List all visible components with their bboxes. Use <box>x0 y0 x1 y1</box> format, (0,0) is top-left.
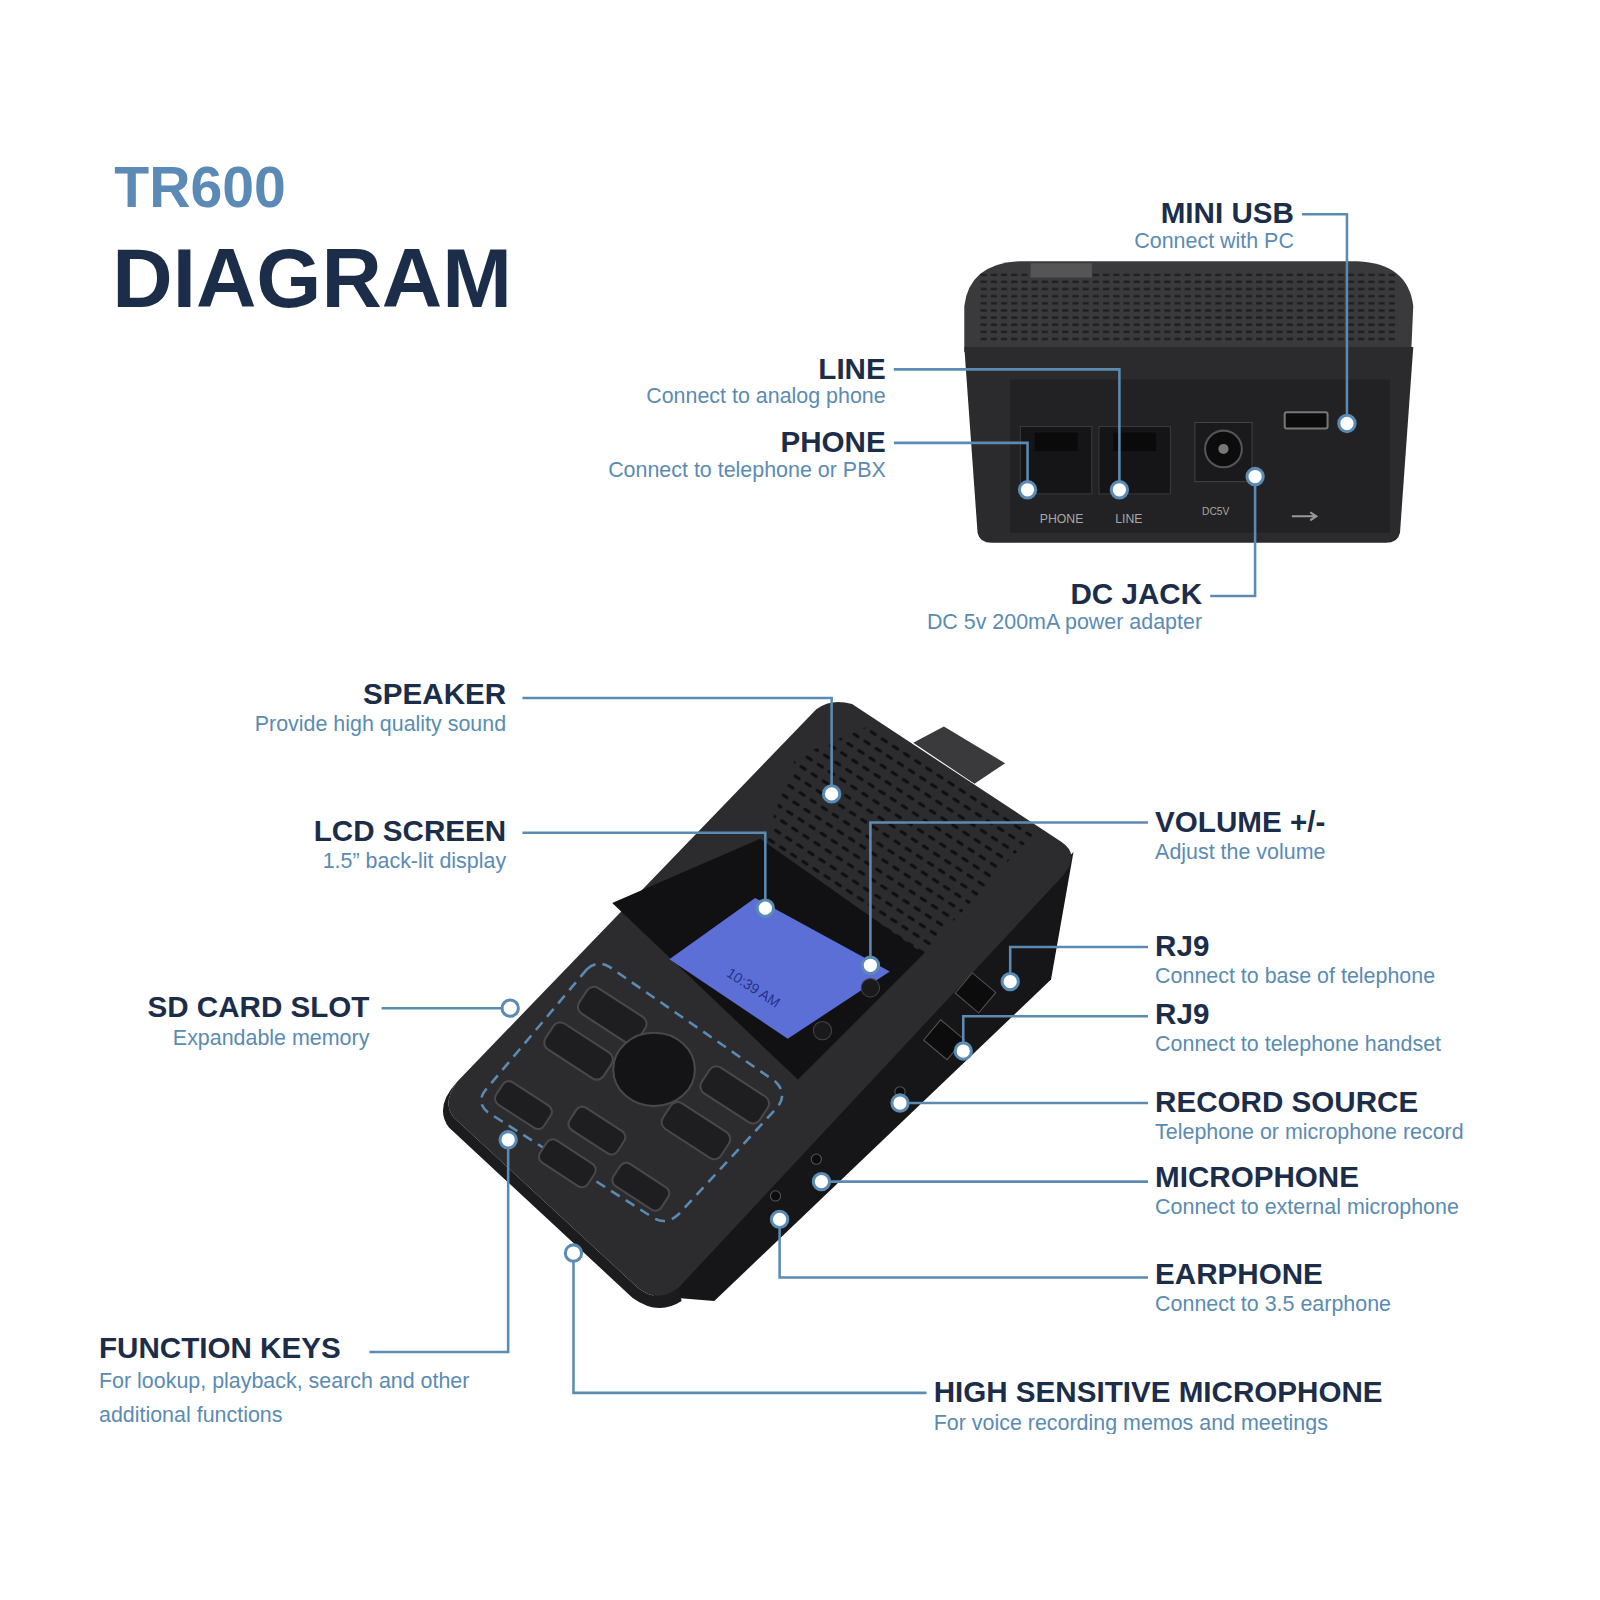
callout-description: Expandable memory <box>173 1026 370 1051</box>
callout-description: For lookup, playback, search and other a… <box>99 1363 528 1432</box>
callout-description: Adjust the volume <box>1155 840 1325 865</box>
callout-title: EARPHONE <box>1155 1257 1323 1291</box>
callout-description: Connect to analog phone <box>646 384 885 409</box>
callout-description: Connect to telephone handset <box>1155 1032 1441 1057</box>
callout-description: Connect to base of telephone <box>1155 963 1435 988</box>
front-view <box>443 702 1074 1308</box>
page-title: DIAGRAM <box>112 231 512 327</box>
callout-title: PHONE <box>780 426 885 460</box>
callout-title: DC JACK <box>1071 578 1203 612</box>
callout-title: LCD SCREEN <box>314 814 506 848</box>
callout-description: Connect to telephone or PBX <box>608 457 886 482</box>
callout-title: MICROPHONE <box>1155 1160 1359 1194</box>
callout-description: Telephone or microphone record <box>1155 1119 1464 1144</box>
callout-title: HIGH SENSITIVE MICROPHONE <box>934 1376 1383 1410</box>
device-marking: PHONE <box>1040 513 1084 527</box>
callout-title: FUNCTION KEYS <box>99 1332 341 1366</box>
callout-description: Connect with PC <box>1134 229 1294 254</box>
callout-title: VOLUME +/- <box>1155 805 1325 839</box>
callout-description: Connect to 3.5 earphone <box>1155 1292 1391 1317</box>
device-marking: LINE <box>1115 513 1142 527</box>
device-marking: DC5V <box>1202 506 1229 518</box>
model-name: TR600 <box>114 155 286 221</box>
callout-title: SPEAKER <box>363 678 506 712</box>
callout-description: Connect to external microphone <box>1155 1195 1459 1220</box>
callout-title: LINE <box>818 352 885 386</box>
callout-title: RECORD SOURCE <box>1155 1086 1418 1120</box>
callout-description: For voice recording memos and meetings <box>934 1410 1328 1435</box>
callout-description: 1.5” back-lit display <box>323 849 506 874</box>
callout-description: Provide high quality sound <box>255 711 506 736</box>
callout-title: MINI USB <box>1161 197 1294 231</box>
callout-description: DC 5v 200mA power adapter <box>927 609 1202 634</box>
callout-title: RJ9 <box>1155 930 1209 964</box>
callout-title: SD CARD SLOT <box>147 991 369 1025</box>
callout-title: RJ9 <box>1155 998 1209 1032</box>
